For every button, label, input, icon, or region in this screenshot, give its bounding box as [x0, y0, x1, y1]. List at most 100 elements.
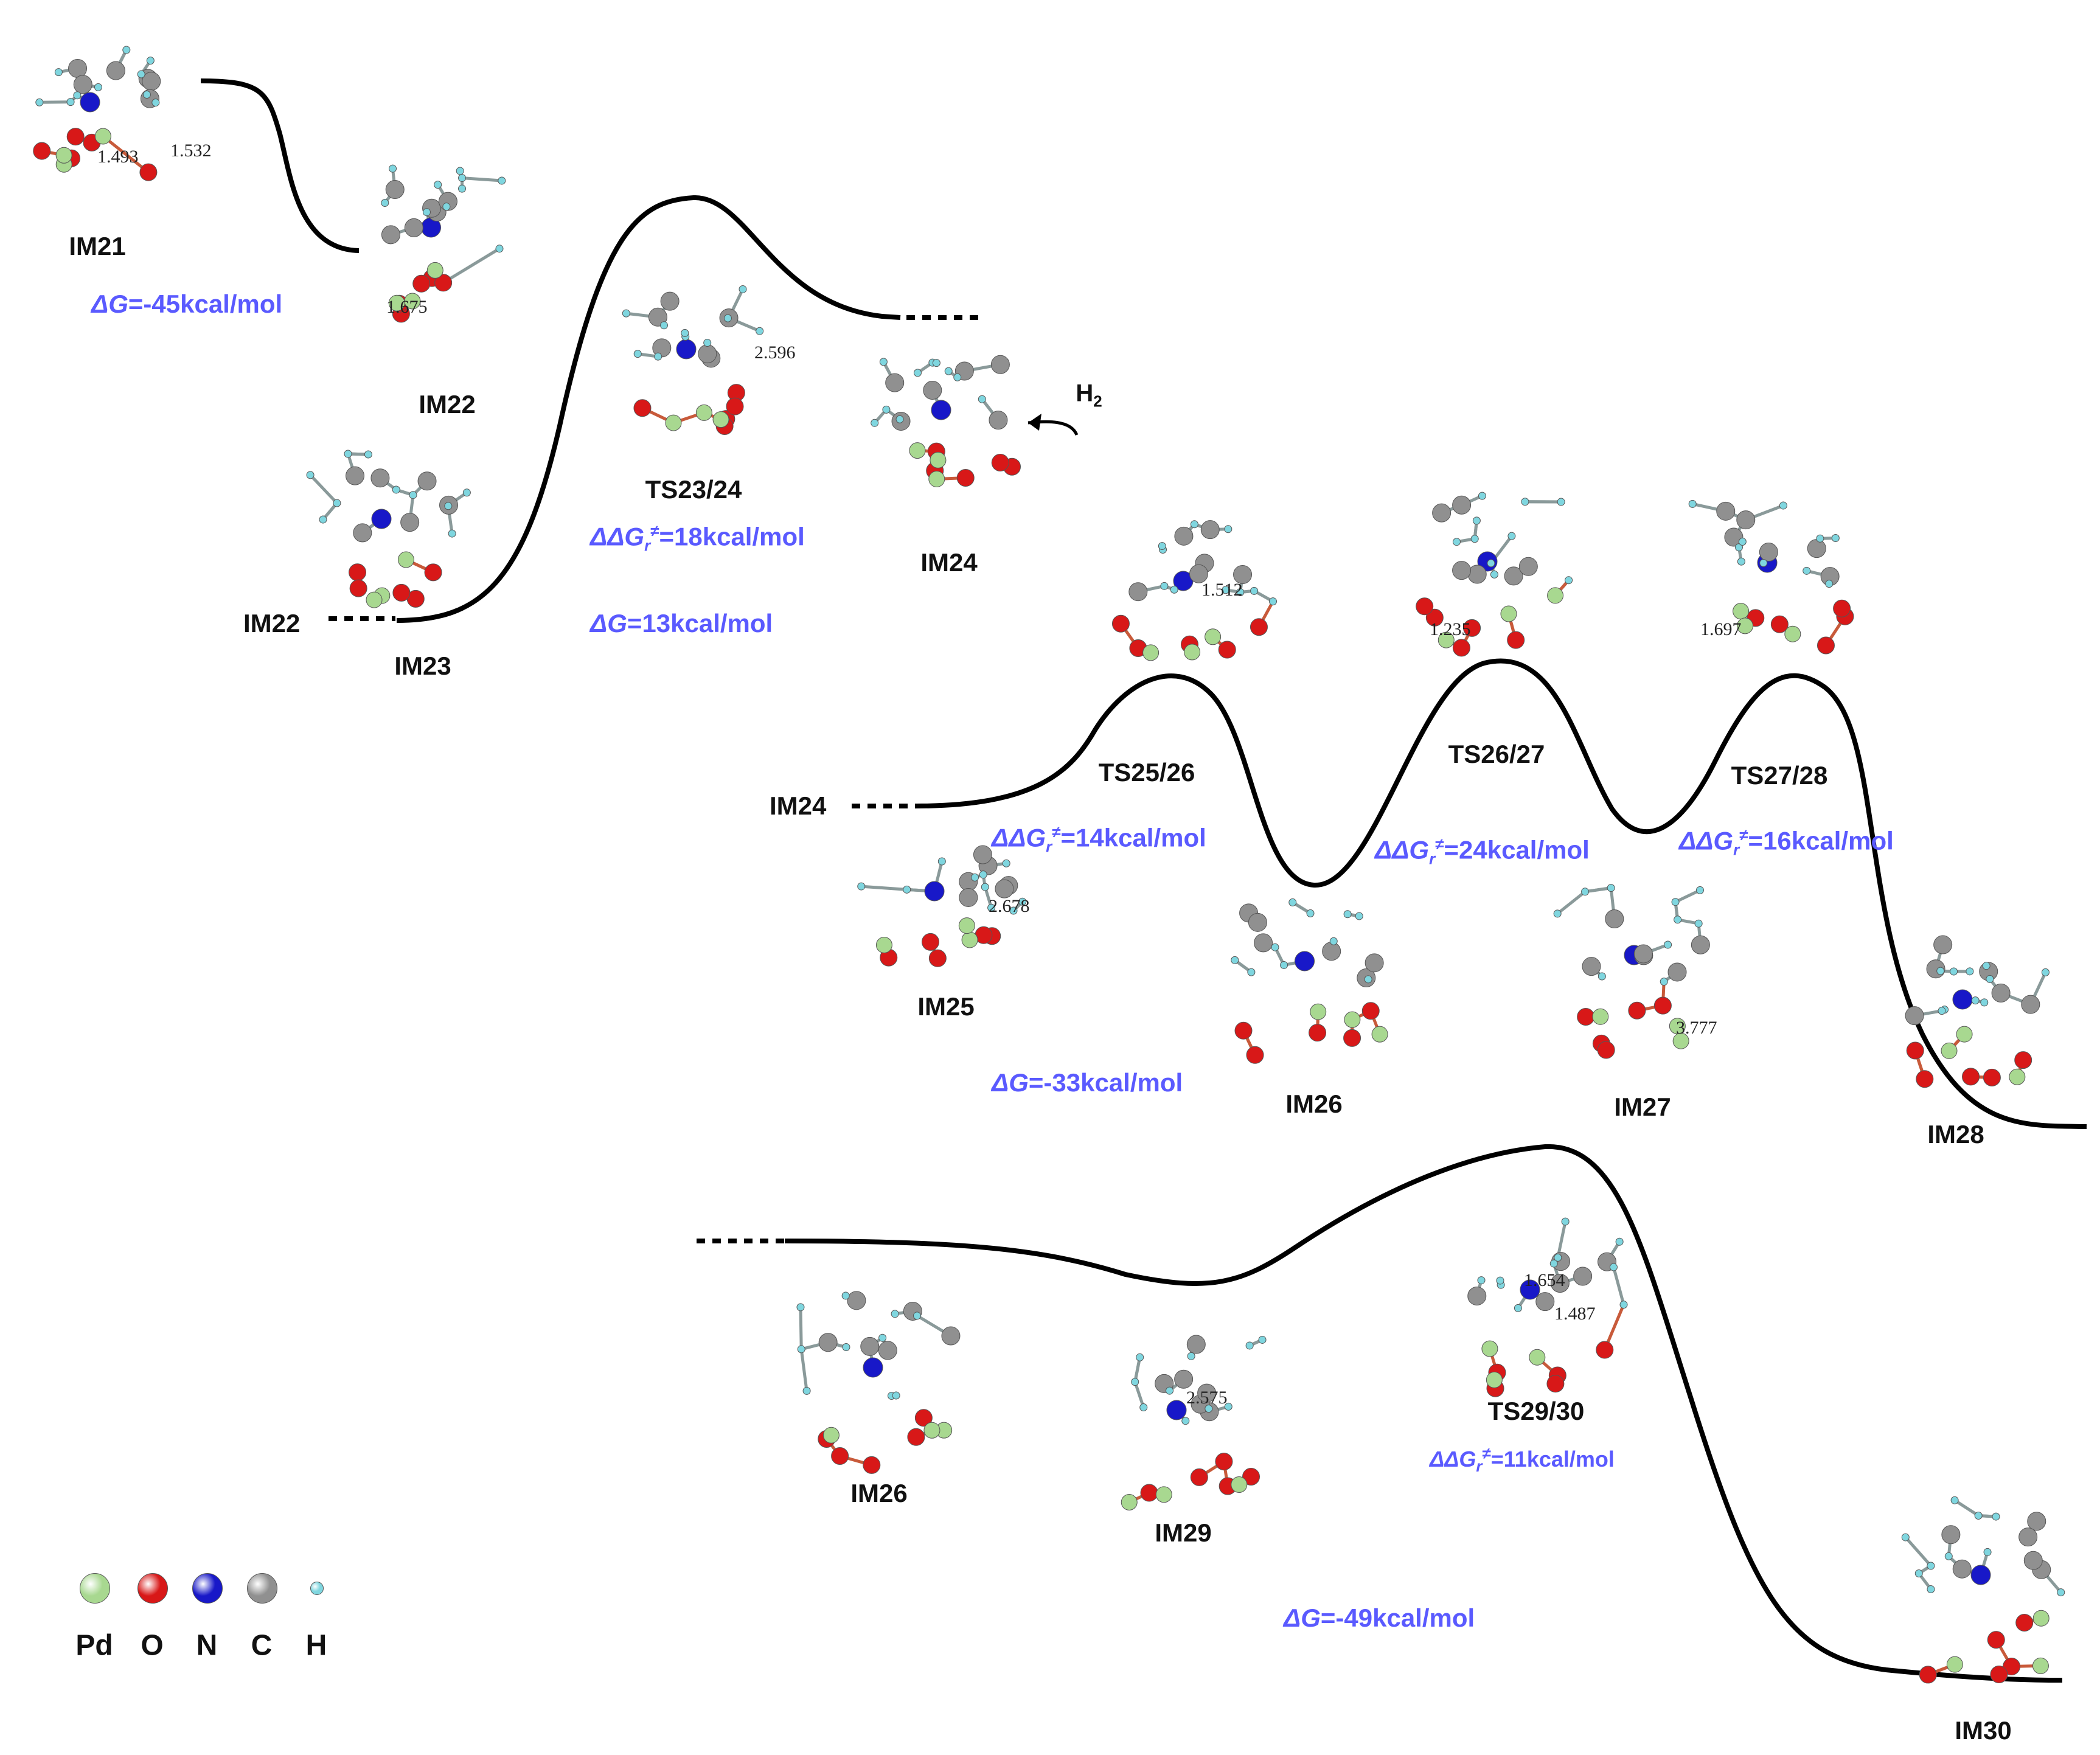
atom: [928, 470, 945, 487]
atom: [802, 1386, 811, 1395]
atom: [1018, 897, 1027, 906]
atom: [137, 70, 145, 78]
atom: [73, 91, 82, 100]
bond: [462, 176, 502, 182]
atom: [434, 181, 442, 189]
atom: [1990, 1665, 2008, 1683]
atom: [991, 453, 1009, 471]
atom: [1962, 1068, 1980, 1086]
atom: [1136, 1353, 1144, 1361]
atom: [448, 529, 456, 538]
path-im23-im24: [396, 195, 901, 623]
bond: [1556, 1221, 1567, 1258]
atom: [2057, 1588, 2065, 1597]
atom: [94, 83, 102, 91]
atom: [333, 499, 341, 507]
atom: [151, 99, 160, 107]
distance-label: 1.235: [1430, 619, 1471, 639]
distance-label: 1.675: [386, 297, 428, 317]
label-im26-mid: IM26: [1285, 1089, 1343, 1118]
atom: [66, 98, 75, 106]
atom: [1691, 935, 1710, 954]
atom: [1936, 967, 1945, 975]
molecule-structure: [1688, 499, 1854, 655]
atom: [878, 1341, 897, 1360]
molecule-structure: [871, 355, 1021, 487]
atom: [944, 367, 953, 375]
atom: [1607, 884, 1615, 892]
legend-label-n: N: [196, 1629, 218, 1662]
atom: [94, 128, 111, 145]
atom: [1250, 618, 1268, 636]
label-ts27-28: TS27/28: [1731, 761, 1828, 790]
label-im21: IM21: [69, 232, 126, 260]
atom: [822, 1427, 840, 1444]
bond: [1612, 1267, 1625, 1305]
molecule-structure: [1111, 520, 1278, 661]
atom: [1825, 580, 1834, 588]
atom: [1467, 1286, 1487, 1305]
atom: [1914, 1569, 1923, 1578]
atom: [442, 203, 451, 211]
atom: [1983, 1068, 2001, 1086]
atom: [54, 68, 63, 77]
label-im22-top: IM22: [419, 390, 476, 419]
atom: [1966, 967, 1974, 976]
atom: [2023, 1551, 2043, 1570]
atom: [660, 291, 680, 311]
molecule-structure: [1231, 898, 1388, 1064]
distance-label: 2.575: [1186, 1388, 1228, 1408]
atom: [1452, 495, 1472, 515]
atom: [1982, 962, 1990, 970]
energy-ddg-ts29: ΔΔGr≠=11kcal/mol: [1430, 1444, 1615, 1476]
bond: [799, 1349, 808, 1391]
atom: [971, 873, 979, 881]
atom: [633, 399, 652, 417]
atom: [426, 262, 443, 279]
distance-label: 1.532: [170, 141, 212, 161]
atom: [1364, 975, 1372, 984]
atom: [1582, 957, 1601, 976]
atom: [33, 142, 51, 160]
atom: [1952, 1559, 1972, 1579]
atom: [660, 321, 669, 330]
atom: [1197, 1383, 1217, 1403]
atom: [1329, 937, 1338, 945]
label-im24-top: IM24: [920, 548, 978, 577]
atom: [1470, 535, 1479, 543]
atom: [892, 1391, 900, 1400]
atom: [1310, 1003, 1327, 1020]
atom: [1938, 1007, 1946, 1015]
atom: [1561, 1217, 1570, 1226]
atom: [1490, 570, 1498, 579]
path-im26-im30: [784, 1144, 2063, 1683]
atom: [913, 1312, 921, 1320]
atom: [1901, 1533, 1910, 1541]
atom: [1547, 587, 1564, 604]
atom: [80, 92, 100, 113]
atom: [913, 369, 922, 377]
atom: [860, 1336, 880, 1356]
distance-label: 2.678: [989, 896, 1030, 916]
atom: [923, 1422, 940, 1439]
atom: [1190, 1468, 1208, 1486]
atom: [1365, 953, 1384, 973]
atom: [1280, 961, 1288, 969]
atom: [676, 339, 697, 360]
atom: [1529, 1349, 1546, 1366]
atom: [1653, 996, 1672, 1015]
atom: [1170, 585, 1178, 594]
atom: [366, 591, 383, 608]
label-im22-left: IM22: [243, 609, 301, 638]
atom: [1633, 944, 1653, 964]
atom: [959, 888, 978, 907]
atom: [987, 903, 996, 912]
atom: [1779, 501, 1787, 510]
molecule-structure: [1467, 1217, 1628, 1397]
atom: [1205, 1405, 1213, 1413]
atom: [392, 485, 400, 494]
atom: [1288, 898, 1297, 906]
atom: [498, 176, 506, 185]
atom: [723, 314, 732, 322]
atom: [739, 285, 747, 293]
